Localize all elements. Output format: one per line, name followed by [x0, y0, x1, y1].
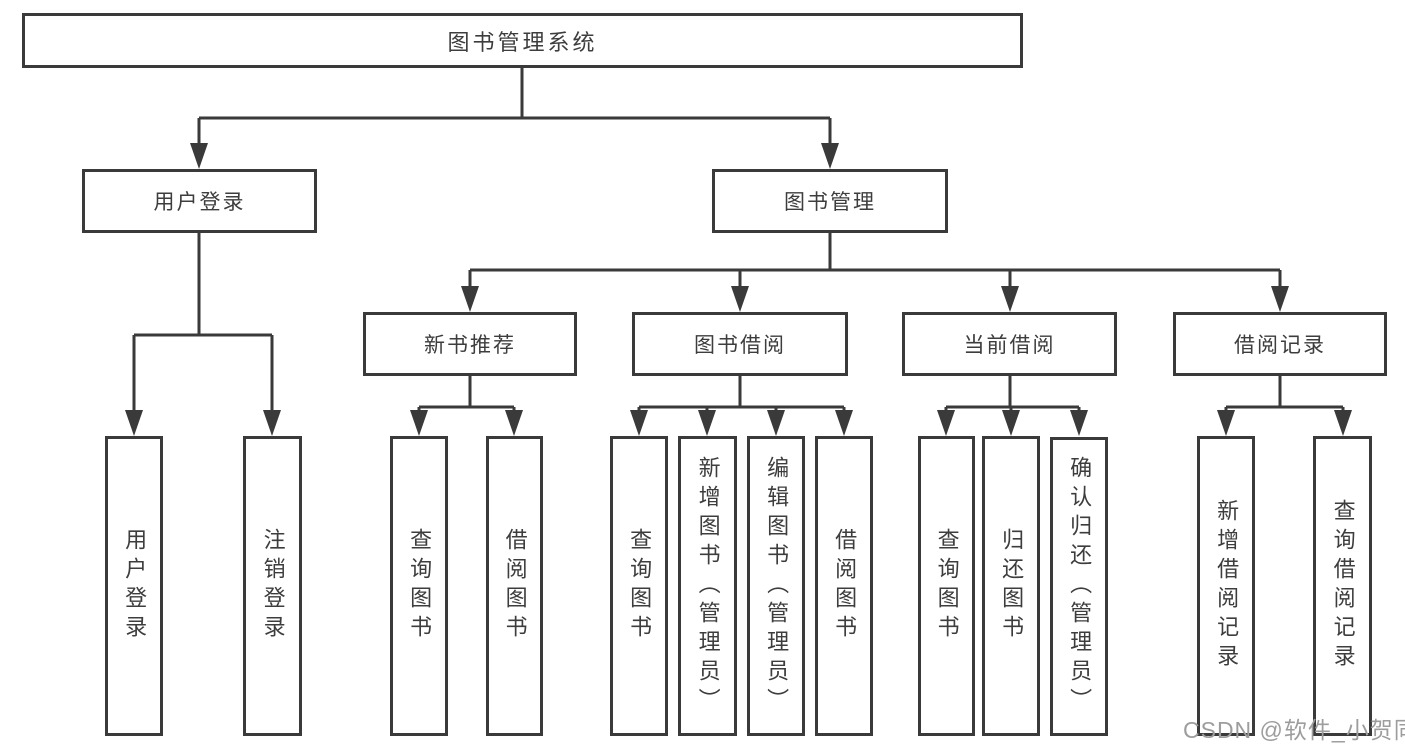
leaf-records-query-borrow-record-label: 查询借阅记录 — [1330, 499, 1356, 673]
leaf-recommend-borrow-books-label: 借阅图书 — [502, 528, 528, 644]
leaf-logout: 注销登录 — [243, 436, 302, 736]
leaf-logout-label: 注销登录 — [260, 528, 286, 644]
leaf-recommend-borrow-books: 借阅图书 — [486, 436, 543, 736]
leaf-borrow-borrow-books-label: 借阅图书 — [832, 528, 858, 644]
leaf-borrow-query-books: 查询图书 — [610, 436, 668, 736]
node-library-management-system: 图书管理系统 — [22, 13, 1023, 68]
node-user-login: 用户登录 — [82, 169, 317, 233]
node-book-borrowing: 图书借阅 — [632, 312, 848, 376]
leaf-records-add-borrow-record: 新增借阅记录 — [1197, 436, 1255, 736]
leaf-borrow-add-books-admin-label: 新增图书（管理员） — [695, 455, 721, 717]
leaf-records-query-borrow-record: 查询借阅记录 — [1313, 436, 1372, 736]
node-current-borrowing-label: 当前借阅 — [963, 334, 1056, 357]
node-new-book-recommendation-label: 新书推荐 — [424, 334, 516, 357]
leaf-user-login: 用户登录 — [105, 436, 163, 736]
csdn-watermark: CSDN @软件_小贺同学 — [1183, 717, 1405, 743]
node-borrowing-records-label: 借阅记录 — [1234, 334, 1326, 357]
leaf-current-confirm-return-admin: 确认归还（管理员） — [1050, 437, 1108, 736]
leaf-current-query-books-label: 查询图书 — [934, 528, 960, 644]
leaf-recommend-query-books: 查询图书 — [390, 436, 448, 736]
leaf-borrow-edit-books-admin-label: 编辑图书（管理员） — [764, 455, 790, 717]
node-book-borrowing-label: 图书借阅 — [694, 334, 786, 357]
leaf-records-add-borrow-record-label: 新增借阅记录 — [1214, 499, 1240, 673]
node-current-borrowing: 当前借阅 — [902, 312, 1117, 376]
leaf-borrow-borrow-books: 借阅图书 — [815, 436, 873, 736]
leaf-current-confirm-return-admin-label: 确认归还（管理员） — [1067, 456, 1093, 717]
leaf-current-query-books: 查询图书 — [918, 436, 975, 736]
node-book-management: 图书管理 — [712, 169, 948, 233]
leaf-current-return-books: 归还图书 — [982, 436, 1040, 736]
node-library-management-system-label: 图书管理系统 — [447, 29, 598, 55]
node-book-management-label: 图书管理 — [784, 191, 876, 214]
leaf-recommend-query-books-label: 查询图书 — [407, 528, 433, 644]
leaf-user-login-label: 用户登录 — [122, 528, 148, 644]
leaf-borrow-query-books-label: 查询图书 — [627, 528, 653, 644]
leaf-borrow-edit-books-admin: 编辑图书（管理员） — [747, 436, 805, 736]
node-borrowing-records: 借阅记录 — [1173, 312, 1387, 376]
leaf-current-return-books-label: 归还图书 — [999, 528, 1025, 644]
node-user-login-label: 用户登录 — [153, 191, 246, 214]
leaf-borrow-add-books-admin: 新增图书（管理员） — [678, 436, 737, 736]
node-new-book-recommendation: 新书推荐 — [363, 312, 577, 376]
